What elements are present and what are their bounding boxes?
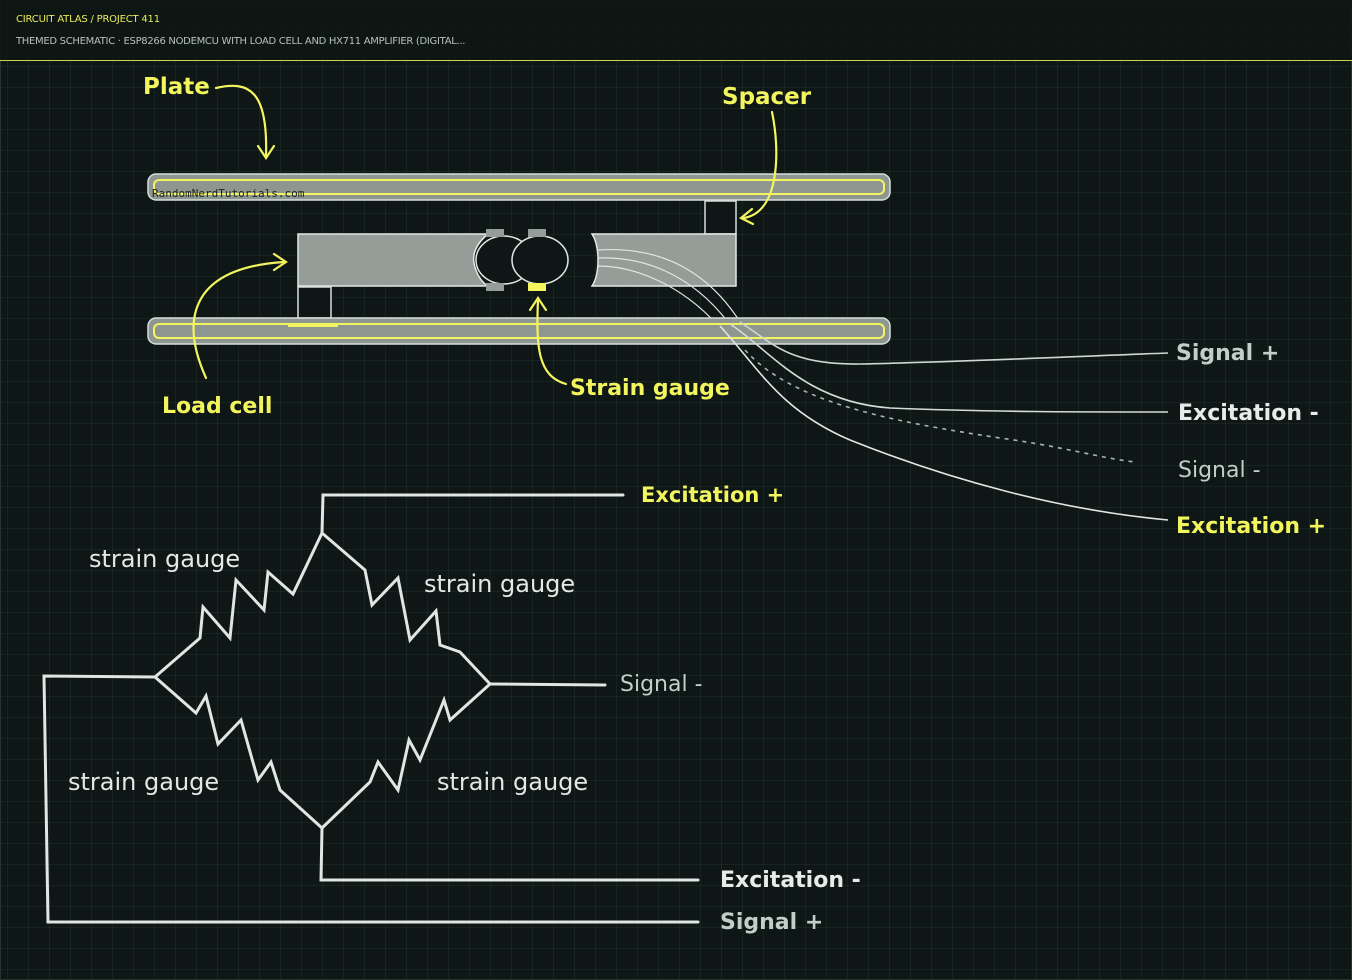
gauge-label-top-left: strain gauge (89, 545, 240, 573)
load-cell-arrowhead (272, 252, 288, 272)
plate-arrow (214, 84, 268, 158)
plate-label: Plate (143, 74, 210, 100)
lower-spacer (297, 286, 332, 319)
plate-arrowhead (256, 144, 276, 160)
lead-excitation-minus (319, 826, 700, 882)
load-cell-arrow (192, 260, 286, 380)
spacer-block (704, 200, 737, 235)
wire-label-excitation-plus: Excitation + (1176, 514, 1326, 539)
cable-bundle (719, 321, 1169, 521)
bottom-plate (147, 317, 891, 345)
spacer-label: Spacer (722, 84, 812, 110)
resistor-bottom-right (320, 682, 492, 830)
strain-gauge-arrow (536, 298, 568, 386)
spacer-arrow (742, 110, 778, 220)
lead-excitation-plus (320, 493, 625, 535)
binocular-hole (475, 229, 569, 291)
wire-signal-minus (744, 349, 1136, 463)
resistor-bottom-left (153, 675, 324, 830)
wire-excitation-minus (729, 323, 1169, 413)
gauge-label-bottom-right: strain gauge (437, 768, 588, 796)
breadcrumb[interactable]: CIRCUIT ATLAS / PROJECT 411 (16, 14, 160, 25)
bridge-label-excitation-plus: Excitation + (641, 483, 784, 507)
wire-label-signal-minus: Signal - (1178, 458, 1261, 483)
top-plate-highlight (153, 179, 885, 195)
load-cell-assembly: RandomNerdTutorials.com (147, 173, 891, 345)
bottom-plate-mark (288, 323, 338, 327)
plate-watermark: RandomNerdTutorials.com (152, 187, 305, 200)
resistor-top-right (320, 531, 492, 686)
spacer-arrowhead (738, 207, 755, 226)
lead-signal-minus (488, 682, 607, 687)
callout-arrows (192, 84, 778, 386)
load-cell-bar-right (590, 233, 737, 287)
bottom-plate-highlight (153, 323, 885, 339)
lead-signal-plus (42, 674, 700, 924)
bridge-label-signal-minus: Signal - (620, 672, 703, 697)
strain-gauge-label: Strain gauge (570, 376, 730, 401)
load-cell-label: Load cell (162, 394, 272, 419)
strain-gauge-arrowhead (528, 296, 548, 312)
header-bar: CIRCUIT ATLAS / PROJECT 411 THEMED SCHEM… (0, 0, 1352, 61)
wire-label-signal-plus: Signal + (1176, 341, 1279, 366)
bridge-label-excitation-minus: Excitation - (720, 868, 861, 893)
wire-label-excitation-minus: Excitation - (1178, 401, 1319, 426)
gauge-label-bottom-left: strain gauge (68, 768, 219, 796)
bridge-label-signal-plus: Signal + (720, 910, 823, 935)
load-cell-bar (297, 233, 491, 287)
wheatstone-bridge (42, 493, 700, 924)
resistor-top-left (153, 531, 324, 679)
gauge-label-top-right: strain gauge (424, 570, 575, 598)
wire-excitation-plus (719, 325, 1169, 521)
wire-signal-plus (739, 321, 1169, 365)
